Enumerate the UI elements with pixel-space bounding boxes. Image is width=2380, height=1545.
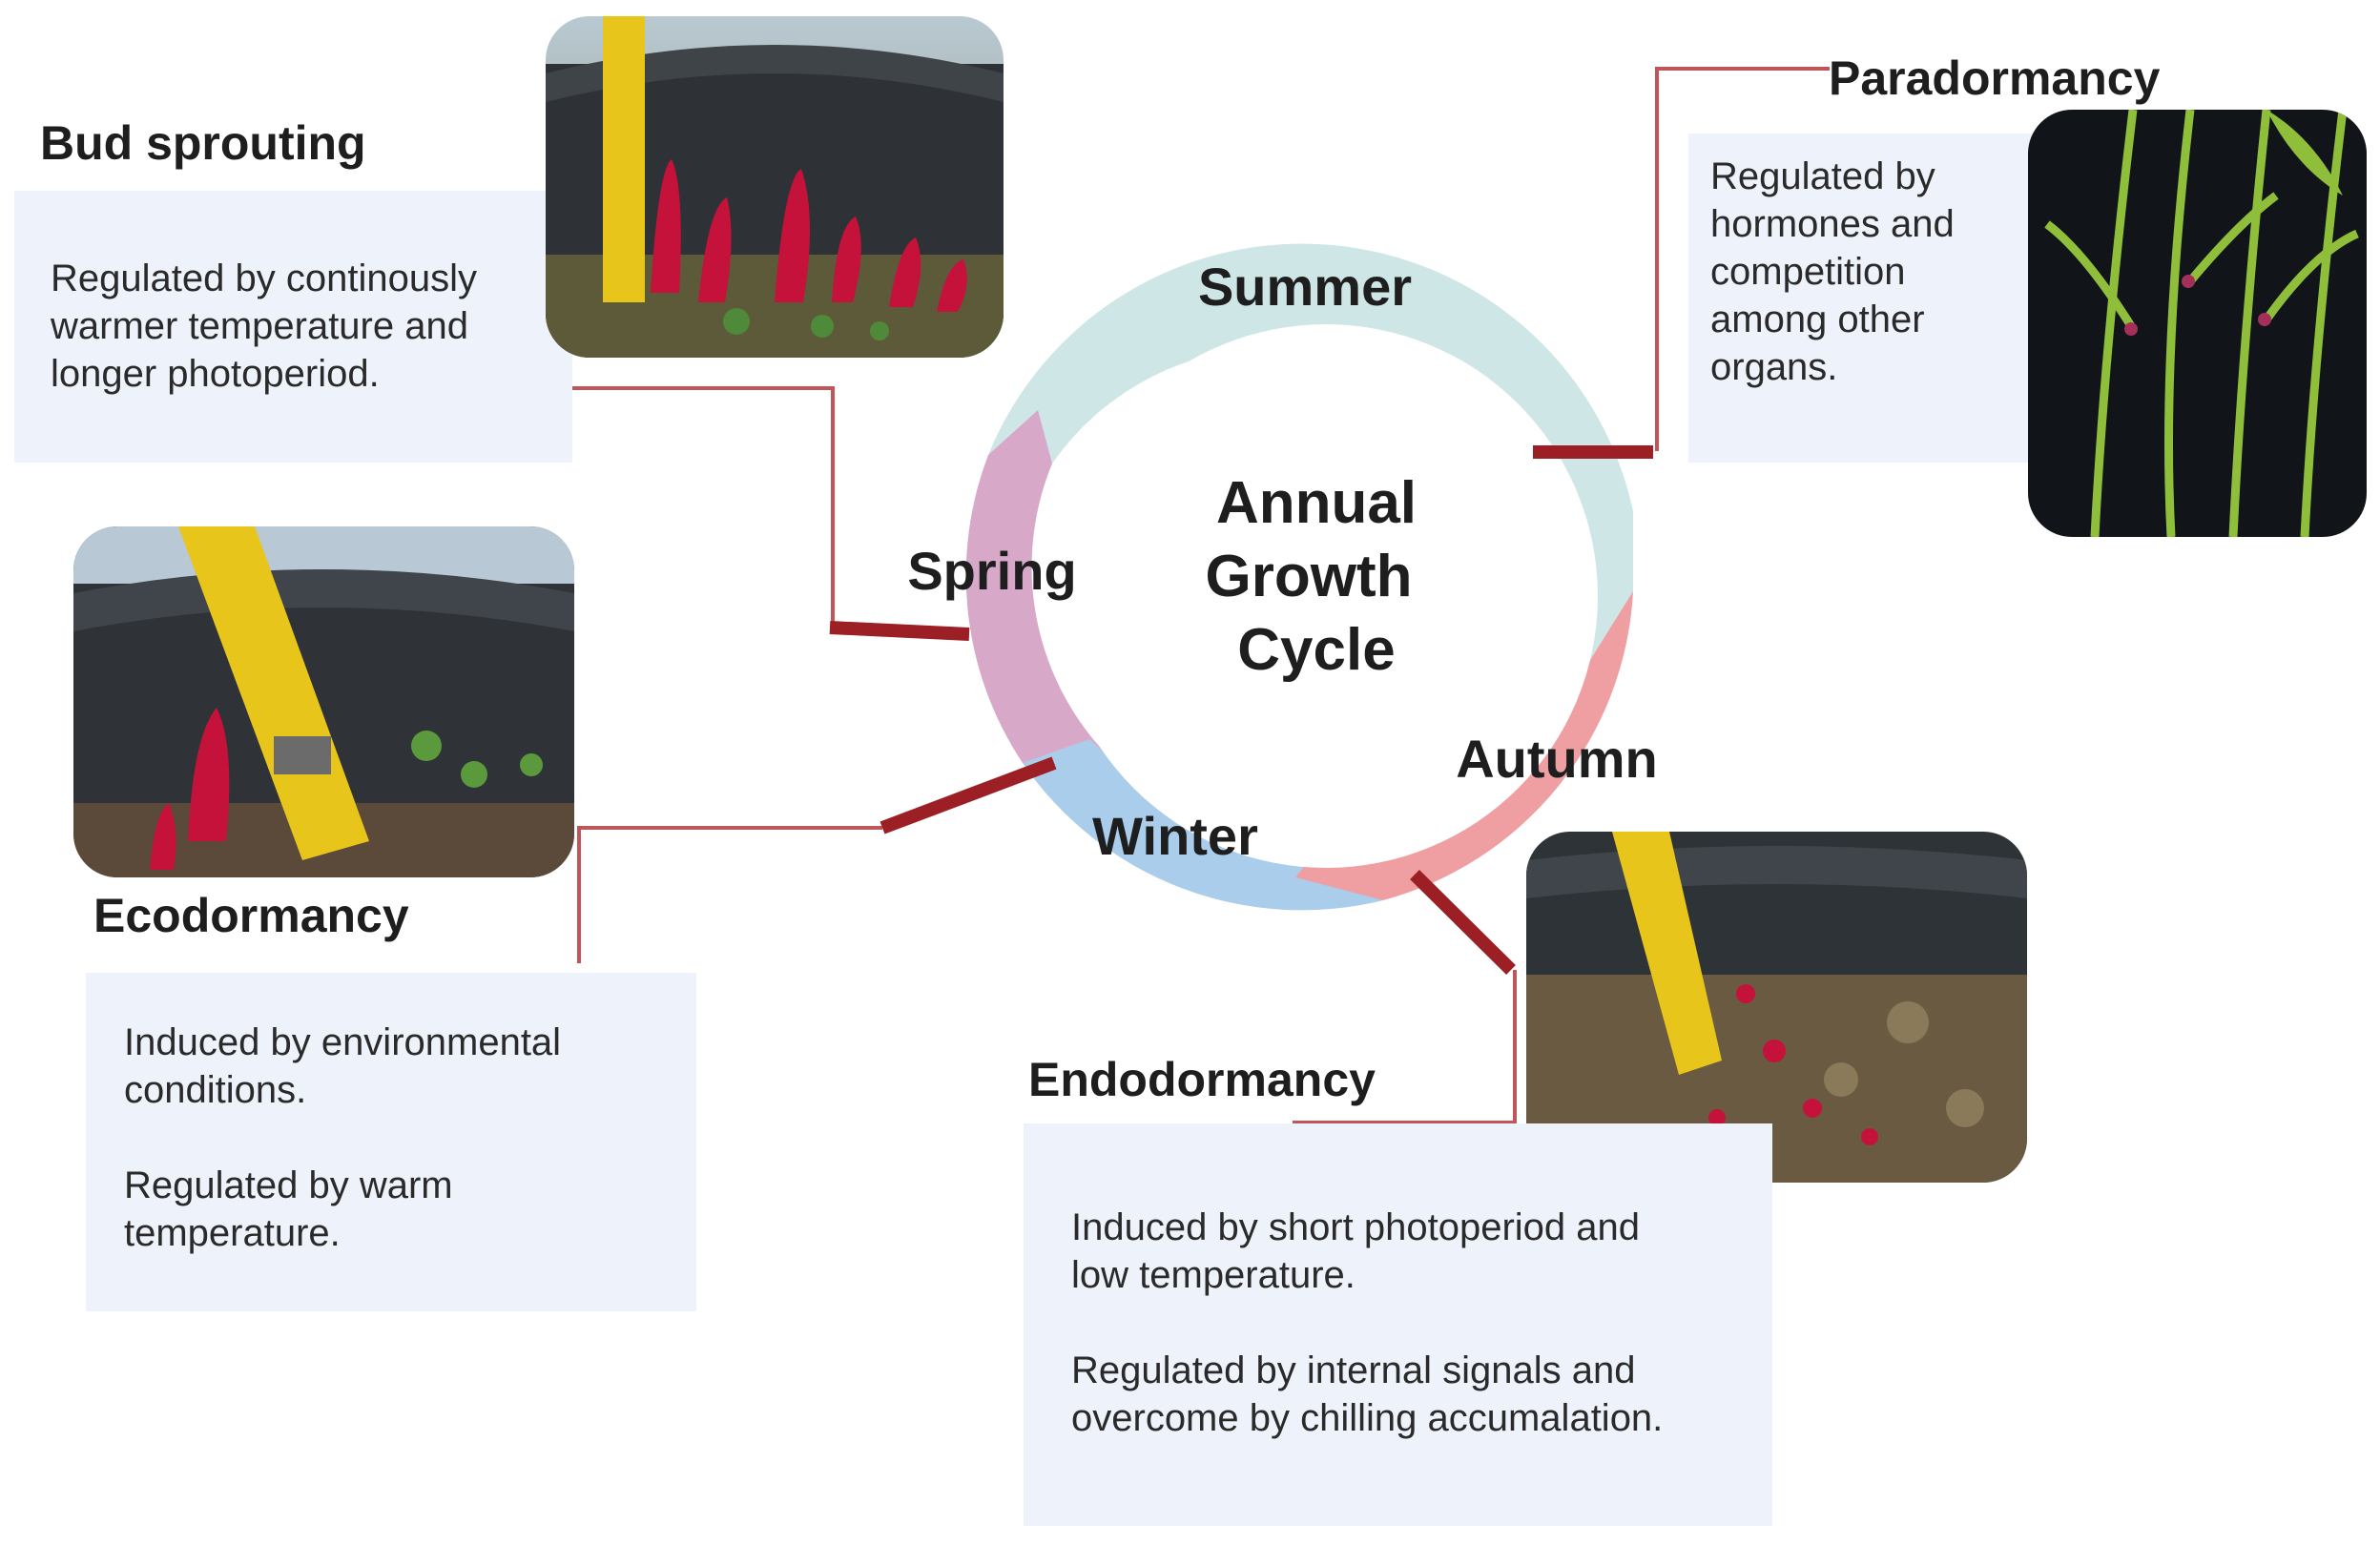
bud-sprouting-title: Bud sprouting <box>40 116 366 170</box>
endodormancy-text: Induced by short photoperiod and low tem… <box>1071 1206 1664 1439</box>
paradormancy-box <box>1688 134 2032 463</box>
cycle-title-line-1: Annual <box>1216 470 1417 536</box>
cycle-title-line-3: Cycle <box>1237 617 1395 683</box>
endodormancy-title: Endodormancy <box>1028 1053 1376 1106</box>
endodormancy-photo <box>1526 832 2027 1183</box>
ecodormancy-title: Ecodormancy <box>93 889 409 942</box>
cycle-title-line-2: Growth <box>1206 544 1413 609</box>
paradormancy-title: Paradormancy <box>1829 52 2161 105</box>
ecodormancy-marker <box>880 756 1057 834</box>
cycle-center <box>1054 324 1598 868</box>
bud-sprouting-text: Regulated by continously warmer temperat… <box>51 258 477 395</box>
ecodormancy-connector <box>577 826 882 963</box>
paradormancy-text: Regulated by hormones and competition am… <box>1710 155 1955 388</box>
endodormancy-marker <box>1410 870 1516 975</box>
ecodormancy-text: Induced by environmental conditions. Reg… <box>124 1021 562 1254</box>
paradormancy-connector <box>1655 67 1830 451</box>
bud-sprouting-photo <box>546 16 1004 358</box>
bud-sprouting-connector <box>572 386 835 627</box>
ecodormancy-box <box>86 973 696 1311</box>
endodormancy-box <box>1024 1123 1772 1526</box>
ecodormancy-photo <box>73 526 574 877</box>
season-autumn: Autumn <box>1456 729 1658 789</box>
bud-sprouting-marker <box>829 621 970 641</box>
bud-sprouting-box <box>14 191 572 463</box>
season-summer: Summer <box>1198 257 1412 317</box>
spring-segment <box>965 410 1126 772</box>
summer-segment <box>988 243 1633 668</box>
season-spring: Spring <box>907 541 1076 601</box>
paradormancy-photo <box>2028 110 2367 537</box>
endodormancy-connector <box>1293 970 1517 1124</box>
season-winter: Winter <box>1092 806 1258 866</box>
